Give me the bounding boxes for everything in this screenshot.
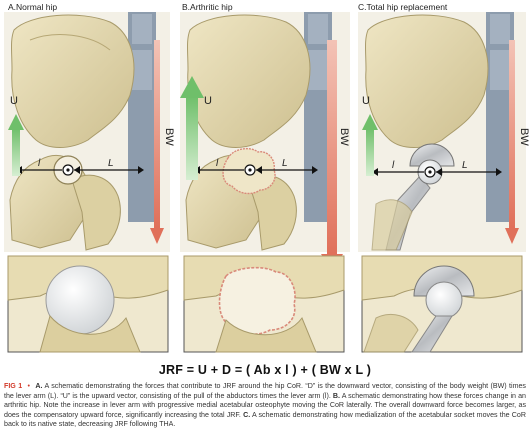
- acetabular-cup: [409, 143, 455, 167]
- panel-a: U l L D BW: [4, 12, 175, 353]
- panel-title-a: A.Normal hip: [8, 2, 58, 12]
- panel-title-c: C.Total hip replacement: [358, 2, 448, 12]
- label-u-c: U: [362, 95, 370, 107]
- label-l-long-b: L: [282, 158, 288, 169]
- inset-head-c: [425, 281, 463, 319]
- inset-stem-c: [411, 315, 453, 353]
- downward-vector: [154, 40, 160, 228]
- pelvis-wing-b: [187, 14, 311, 148]
- caption-c-label: C.: [243, 410, 251, 419]
- label-l-short-c: l: [392, 160, 395, 171]
- caption-a-label: A.: [35, 382, 43, 390]
- spine-column: [128, 12, 156, 222]
- upward-vector: [12, 128, 20, 176]
- pelvis-wing: [11, 14, 135, 148]
- caption-a-text: A schematic demonstrating the forces tha…: [4, 382, 526, 400]
- caption-b-label: B.: [332, 391, 340, 400]
- upward-vector-b: [186, 96, 198, 180]
- label-u-b: U: [204, 95, 212, 107]
- caption-c-text: A schematic demonstrating how medializat…: [4, 410, 526, 429]
- label-bw-c: BW: [518, 128, 530, 146]
- downward-vector-b: [327, 40, 337, 254]
- figure-label: FIG 1: [4, 382, 23, 390]
- label-bw-b: BW: [338, 128, 350, 146]
- caption-b-text: A schematic demonstrating how these forc…: [4, 391, 526, 419]
- label-bw-a: BW: [163, 128, 175, 146]
- panel-c: U l L D BW: [358, 12, 530, 353]
- label-l-long-a: L: [108, 158, 114, 169]
- label-u-a: U: [10, 95, 18, 107]
- figure-caption: FIG 1 • A. A schematic demonstrating the…: [4, 382, 526, 430]
- hip-diagram: U l L D BW U l L D: [4, 12, 530, 353]
- panel-b: U l L D BW: [180, 12, 350, 353]
- panel-title-b: B.Arthritic hip: [182, 2, 233, 12]
- label-l-short-b: l: [216, 158, 219, 169]
- jrf-equation: JRF = U + D = ( Ab x l ) + ( BW x L ): [158, 363, 372, 377]
- caption-bullet: •: [27, 382, 31, 390]
- inset-cup-c: [413, 265, 475, 297]
- label-l-long-c: L: [462, 160, 468, 171]
- label-l-short-a: l: [38, 158, 41, 169]
